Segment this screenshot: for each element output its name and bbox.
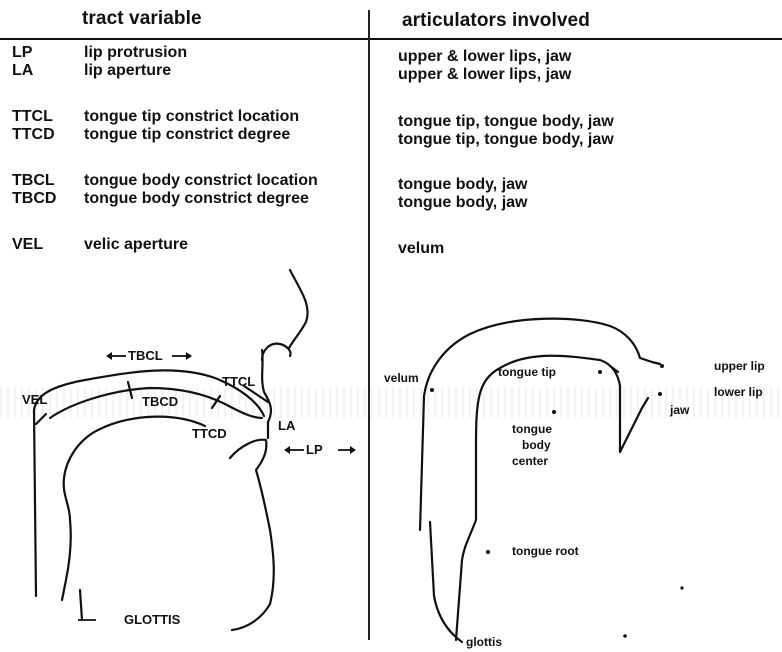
velum-label: velum	[384, 371, 419, 385]
vel-label: VEL	[22, 392, 47, 407]
ttcl-label: TTCL	[222, 374, 255, 389]
tongue-body-label-2: body	[522, 438, 551, 452]
marker-point	[486, 550, 490, 554]
lower-lip-jaw	[230, 440, 274, 630]
glottis-right-label: glottis	[466, 635, 502, 649]
nose-profile	[289, 270, 308, 348]
marker-point	[623, 634, 627, 638]
tongue-root-label: tongue root	[512, 544, 579, 558]
upper-lip-label: upper lip	[714, 359, 765, 373]
vel-marker	[36, 414, 46, 424]
tongue-body-label-1: tongue	[512, 422, 552, 436]
arrowhead	[106, 352, 112, 360]
marker-point	[680, 586, 683, 589]
tongue-body-label-3: center	[512, 454, 548, 468]
arrowhead	[350, 446, 356, 454]
tongue-body	[62, 417, 205, 600]
right-inner-tract	[456, 356, 648, 640]
upper-lip	[262, 350, 271, 422]
marker-point	[552, 410, 556, 414]
marker-point	[430, 388, 434, 392]
marker-point	[598, 370, 602, 374]
ttcd-label: TTCD	[192, 426, 227, 441]
marker-point	[658, 392, 662, 396]
lower-lip-label: lower lip	[714, 385, 763, 399]
arrowhead	[186, 352, 192, 360]
marker-point	[660, 364, 664, 368]
tongue-tip-label: tongue tip	[498, 365, 556, 379]
jaw-label: jaw	[669, 403, 690, 417]
la-label: LA	[278, 418, 296, 433]
arrowhead	[284, 446, 290, 454]
nose-tip	[262, 344, 291, 360]
pharynx-wall	[80, 590, 82, 620]
glottis-label: GLOTTIS	[124, 612, 181, 627]
lp-label: LP	[306, 442, 323, 457]
tbcd-label: TBCD	[142, 394, 178, 409]
tbcl-label: TBCL	[128, 348, 163, 363]
